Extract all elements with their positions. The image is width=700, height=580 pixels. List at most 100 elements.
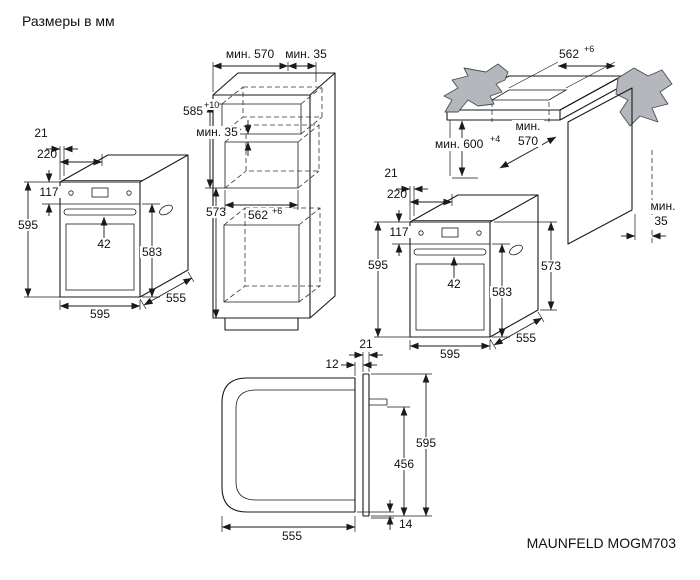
depth-label: 555: [282, 529, 302, 543]
oven-body-height-label: 583: [492, 285, 512, 299]
cabinet-front-height-label: 573: [206, 205, 226, 219]
oven-panel-depth-label: 21: [384, 166, 398, 180]
oven-panel-depth-label: 21: [34, 126, 48, 140]
oven-knob: [68, 190, 74, 196]
label-bg: [366, 259, 390, 271]
oven-body-profile: [221, 377, 356, 513]
inner-height-label: 456: [394, 457, 414, 471]
dim-counter-niche-height: мин. 600 +4: [432, 120, 500, 177]
counter-niche-width-label: 562: [559, 47, 579, 61]
oven-top-height-label: 117: [389, 225, 408, 239]
counter-rear-gap-word: мин.: [651, 199, 676, 213]
label-bg: [650, 215, 672, 227]
oven-door-glass: [415, 263, 485, 331]
oven-handle-depth-label: 42: [447, 277, 461, 291]
oven-handle-depth-label: 42: [97, 237, 111, 251]
dim-cabinet-niche-height: 585 +10: [183, 99, 225, 189]
label-bg: [414, 437, 438, 449]
cabinet-niche-width-label: 562: [248, 208, 268, 222]
cabinet-depth-label: мин. 570: [226, 47, 275, 61]
dim-555-depth: [143, 277, 193, 306]
dim-counter-rear-gap: мин. 35: [621, 199, 679, 240]
worktop-niche-diagram: 562 +6 мин. 600 +4 мин. 570 мин. 35: [432, 44, 679, 246]
cabinet-niche-height-tolerance: +10: [204, 100, 219, 110]
height-label: 595: [416, 436, 436, 450]
oven-display: [91, 187, 109, 198]
dim-555-depth: [493, 317, 543, 346]
page-title: Размеры в мм: [22, 13, 115, 29]
counter-niche-height-tolerance: +4: [490, 134, 500, 144]
tall-cabinet-diagram: мин. 570 мин. 35 585 +10 мин. 35 573: [183, 47, 336, 331]
label-bg: [490, 286, 514, 298]
oven-panel-lines: [410, 220, 493, 245]
oven-knob: [126, 190, 132, 196]
cabinet-rear-gap-label: мин. 35: [285, 47, 327, 61]
bottom-gap-label: 14: [399, 517, 413, 531]
oven-body-height-label: 583: [142, 245, 162, 259]
oven-side-vent: [509, 244, 523, 256]
oven-right-diagram: 21 220 117 595 42 583 595 555 573: [366, 166, 563, 361]
cabinet-niche-width-tolerance: +6: [272, 206, 282, 216]
oven-handle: [63, 208, 137, 216]
oven-knob: [476, 230, 482, 236]
label-bg: [16, 219, 40, 231]
oven-front-height-label: 573: [541, 259, 561, 273]
label-bg: [514, 135, 542, 147]
worktop-cutout-hole: [490, 89, 568, 101]
oven-door-glass: [65, 223, 135, 291]
oven-panel-offset-label: 220: [37, 147, 57, 161]
dim-cabinet-front-height: 573: [204, 187, 228, 319]
label-bg: [197, 99, 219, 110]
cabinet-plinth: [224, 318, 299, 331]
label-bg: [392, 458, 416, 470]
label-bg: [539, 260, 563, 272]
counter-depth-min-word: мин.: [516, 119, 541, 133]
label-bg: [246, 208, 290, 221]
oven-left-diagram: 21 220 117 595 42 583 595 555: [16, 126, 195, 321]
oven-width-label: 595: [90, 307, 110, 321]
label-bg: [647, 200, 679, 212]
label-bg: [432, 138, 496, 151]
oven-knob: [418, 230, 424, 236]
side-panel: [567, 87, 633, 245]
counter-depth-value: 570: [518, 134, 538, 148]
door-profile: [362, 373, 370, 517]
oven-display: [441, 227, 459, 238]
label-bg: [140, 246, 164, 258]
oven-panel-lines: [60, 180, 143, 205]
label-bg: [37, 186, 61, 198]
counter-niche-height-label: мин. 600: [435, 137, 484, 151]
model-label: MAUNFELD MOGM703: [527, 535, 677, 551]
door-thickness-label: 21: [359, 337, 373, 351]
handle-profile: [369, 398, 388, 406]
torn-worktop-area: [443, 63, 509, 113]
oven-height-label: 595: [18, 218, 38, 232]
oven-width-label: 595: [440, 347, 460, 361]
dim-cabinet-rear-gap: мин. 35: [285, 47, 327, 70]
dim-counter-niche-width: 562 +6: [508, 44, 616, 89]
label-bg: [204, 206, 228, 218]
oven-handle: [413, 248, 487, 256]
oven-inner-profile: [235, 389, 355, 501]
oven-panel-offset-label: 220: [387, 187, 407, 201]
dimension-line: [499, 136, 557, 169]
counter-niche-width-tolerance: +6: [584, 44, 594, 54]
cabinet-niche-height-label: 585: [183, 104, 203, 118]
cabinet-vent-gap-label: мин. 35: [196, 125, 238, 139]
front-gap-label: 12: [325, 357, 339, 371]
oven-side-vent: [159, 204, 173, 216]
counter-rear-gap-value: 35: [654, 214, 668, 228]
dim-cabinet-vent-gap: мин. 35: [194, 120, 252, 156]
label-bg: [512, 120, 544, 132]
dim-cabinet-niche-width: 562 +6: [224, 190, 299, 222]
dim-counter-depth: мин. 570: [499, 119, 557, 169]
niche-hidden-lines: [491, 102, 550, 122]
label-bg: [194, 126, 240, 139]
torn-wall-area: [615, 67, 673, 127]
oven-depth-label: 555: [166, 291, 186, 305]
label-bg: [387, 226, 411, 238]
oven-height-label: 595: [368, 258, 388, 272]
side-section-diagram: 21 12 595 456 555 14: [221, 337, 438, 543]
cabinet-hidden-lines: [221, 86, 323, 303]
